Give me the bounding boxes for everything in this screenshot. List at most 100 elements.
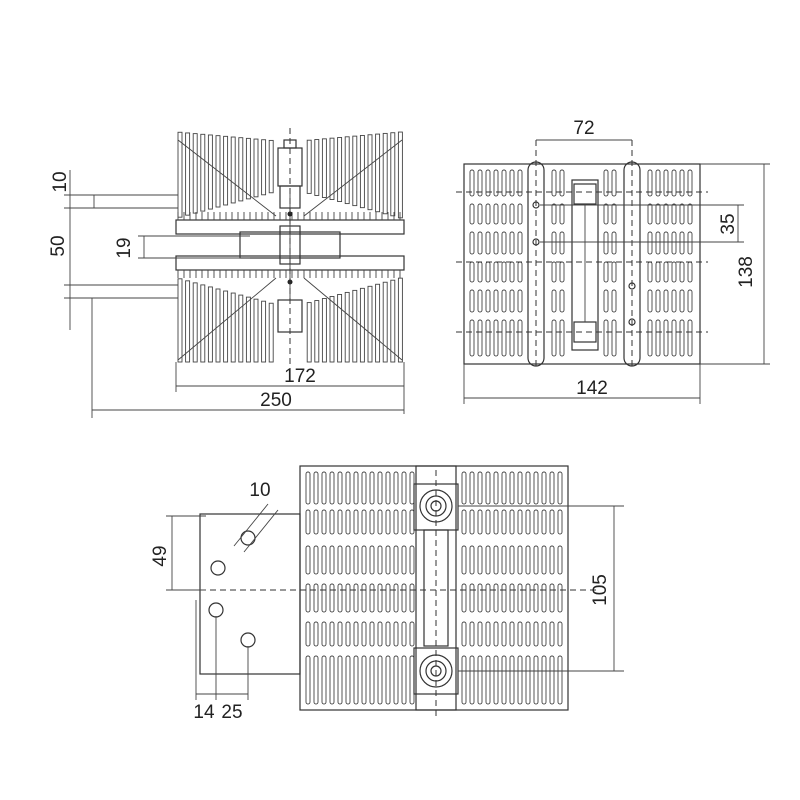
top-slot — [361, 583, 367, 613]
top-slot — [485, 509, 491, 535]
front-dim-10-label: 10 — [50, 171, 71, 192]
top-slot — [509, 471, 515, 505]
side-slot — [611, 261, 617, 283]
front-top-fin — [177, 131, 183, 218]
side-slot — [611, 289, 617, 313]
side-slot — [501, 261, 507, 283]
top-slot — [461, 471, 467, 505]
side-slot — [611, 169, 617, 197]
top-slot — [377, 621, 383, 647]
front-comb-lower — [177, 270, 401, 278]
front-diag-tl — [177, 139, 277, 217]
top-slot — [369, 545, 375, 575]
side-slot — [469, 231, 475, 255]
front-top-fin — [306, 139, 312, 194]
top-slot — [305, 545, 311, 575]
side-slot — [493, 203, 499, 225]
top-slot — [557, 583, 563, 613]
top-slot — [477, 509, 483, 535]
front-bottom-fin — [314, 300, 320, 363]
side-slot — [501, 289, 507, 313]
side-slot — [663, 169, 669, 197]
top-slot — [493, 471, 499, 505]
top-slot — [369, 621, 375, 647]
front-bottom-fin — [253, 298, 259, 363]
side-slot — [671, 261, 677, 283]
front-top-fin — [314, 139, 320, 196]
side-slot — [501, 231, 507, 255]
side-slot — [501, 169, 507, 197]
top-slot — [337, 545, 343, 575]
side-slot — [663, 203, 669, 225]
side-slot — [611, 203, 617, 225]
top-slot — [493, 583, 499, 613]
front-view: 10 50 19 172 250 — [48, 128, 405, 418]
side-slot — [509, 289, 515, 313]
front-diag-bl — [177, 277, 277, 361]
side-slot — [485, 289, 491, 313]
top-slot — [525, 621, 531, 647]
side-slot — [559, 231, 565, 255]
front-bottom-fin — [192, 282, 198, 363]
top-slot — [493, 655, 499, 705]
side-slot — [647, 261, 653, 283]
top-slot — [337, 655, 343, 705]
top-slot — [493, 509, 499, 535]
top-slot — [517, 583, 523, 613]
side-slot — [611, 231, 617, 255]
side-slot — [485, 169, 491, 197]
top-slot — [409, 545, 415, 575]
side-slot — [559, 289, 565, 313]
top-slot — [401, 509, 407, 535]
top-slot — [393, 509, 399, 535]
top-slot — [305, 471, 311, 505]
top-slot — [401, 545, 407, 575]
top-slot — [377, 655, 383, 705]
top-slot — [533, 545, 539, 575]
front-dim-250-label: 250 — [260, 390, 292, 411]
top-slot — [549, 509, 555, 535]
front-bottom-fin — [177, 278, 183, 363]
top-slot — [353, 545, 359, 575]
side-slot — [687, 203, 693, 225]
side-slot — [655, 319, 661, 357]
side-slot — [655, 169, 661, 197]
top-slot — [485, 545, 491, 575]
side-slot — [501, 203, 507, 225]
top-slot — [321, 655, 327, 705]
front-top-fin — [230, 136, 236, 204]
side-slot — [687, 289, 693, 313]
top-slot — [477, 583, 483, 613]
top-slot — [509, 655, 515, 705]
side-slot — [551, 289, 557, 313]
side-slot — [647, 289, 653, 313]
side-slot — [655, 289, 661, 313]
top-slot — [409, 621, 415, 647]
front-bottom-fin — [321, 298, 327, 363]
side-slot — [551, 261, 557, 283]
top-slot — [541, 655, 547, 705]
front-top-fin — [321, 138, 327, 198]
top-slot — [377, 583, 383, 613]
top-slot — [557, 545, 563, 575]
front-bottom-fin — [367, 285, 373, 363]
front-dim-172-label: 172 — [284, 366, 316, 387]
front-view-top-fins — [177, 131, 403, 219]
front-bottom-fin — [200, 284, 206, 363]
top-slot — [541, 583, 547, 613]
top-mounting-flange — [199, 513, 301, 675]
side-slot — [501, 319, 507, 357]
side-slot — [671, 169, 677, 197]
front-bottom-fin — [337, 293, 343, 363]
front-bottom-nut — [277, 299, 303, 333]
top-slot — [369, 655, 375, 705]
side-slot — [477, 319, 483, 357]
front-top-fin — [352, 135, 358, 207]
side-outline — [463, 163, 701, 365]
top-slot — [329, 583, 335, 613]
top-slot — [501, 471, 507, 505]
top-slot — [533, 655, 539, 705]
top-slot — [461, 545, 467, 575]
top-slot — [401, 471, 407, 505]
side-slot — [485, 231, 491, 255]
